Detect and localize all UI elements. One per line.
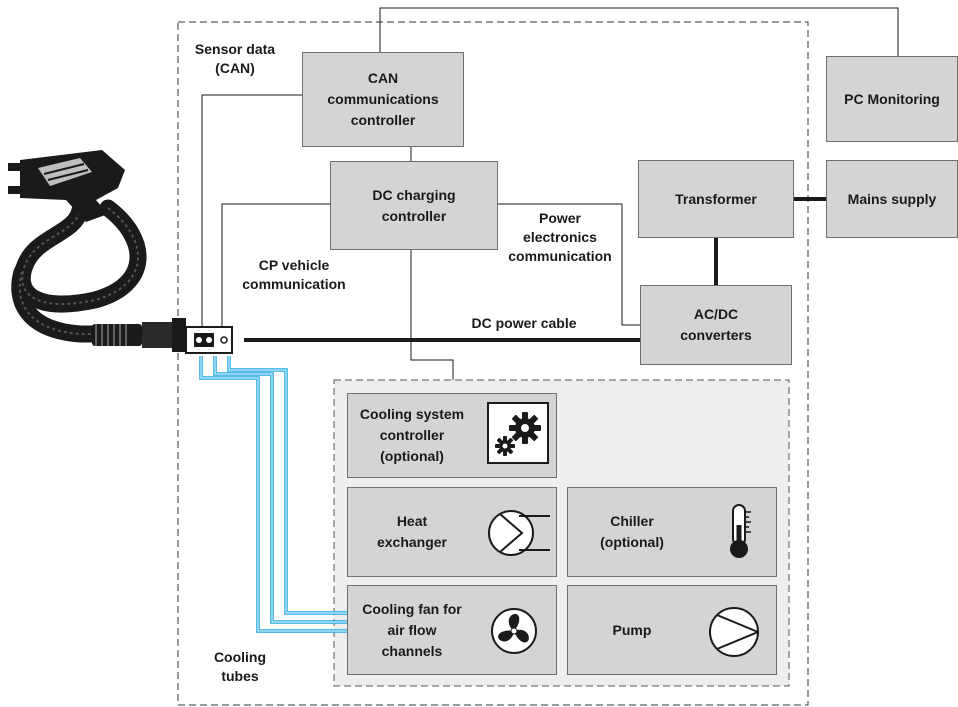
gears-icon	[487, 402, 549, 464]
cooling-tube-3	[227, 356, 348, 615]
charging-connector-icon	[8, 150, 233, 354]
dc-charging-controller-label: DC charging controller	[372, 186, 456, 224]
fan-icon	[491, 608, 537, 654]
dc-power-cable-label: DC power cable	[471, 315, 577, 331]
power-electronics-line	[498, 203, 640, 326]
acdc-converters-box[interactable]: AC/DC converters	[640, 285, 792, 365]
mains-supply-box[interactable]: Mains supply	[826, 160, 958, 238]
pump-label: Pump	[612, 621, 652, 638]
transformer-label: Transformer	[675, 190, 757, 207]
dc-charging-controller-box[interactable]: DC charging controller	[330, 161, 498, 250]
cooling-tube-2	[213, 356, 348, 624]
power-electronics-label: Power electronics communication	[508, 210, 612, 264]
sensor-data-line	[201, 94, 302, 330]
can-controller-label: CAN communications controller	[327, 70, 439, 128]
cooling-fan-label: Cooling fan for air flow channels	[362, 600, 462, 659]
can-controller-box[interactable]: CAN communications controller	[302, 52, 464, 147]
cooling-system-controller-label: Cooling system controller (optional)	[359, 406, 465, 464]
dc-to-cooling-line	[410, 250, 454, 380]
pc-monitoring-label: PC Monitoring	[844, 90, 940, 107]
chiller-label: Chiller (optional)	[600, 513, 664, 550]
cooling-tube-1	[199, 356, 348, 633]
thermometer-icon	[730, 504, 751, 558]
mains-supply-label: Mains supply	[847, 190, 937, 207]
cp-vehicle-line	[221, 203, 330, 330]
transformer-box[interactable]: Transformer	[638, 160, 794, 238]
pump-icon	[709, 607, 759, 657]
cp-vehicle-label: CP vehicle communication	[242, 257, 346, 292]
sensor-data-label: Sensor data (CAN)	[194, 41, 276, 76]
acdc-converters-label: AC/DC converters	[680, 306, 752, 343]
heat-exchanger-icon	[488, 510, 550, 556]
can-to-pc-line	[379, 7, 899, 56]
charging-station-frame	[177, 21, 809, 706]
pc-monitoring-box[interactable]: PC Monitoring	[826, 56, 958, 142]
cooling-tubes-label: Cooling tubes	[213, 649, 267, 684]
heat-exchanger-label: Heat exchanger	[376, 513, 448, 550]
